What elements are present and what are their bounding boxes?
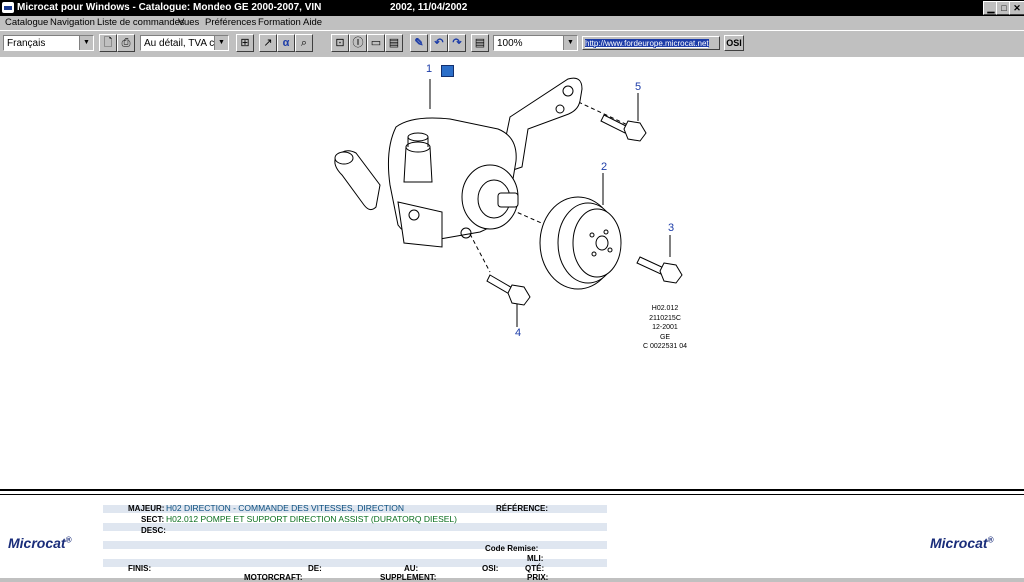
menu-preferences[interactable]: Préférences xyxy=(205,17,257,28)
chevron-down-icon[interactable]: ▼ xyxy=(79,36,93,50)
microcat-logo-right: Microcat® xyxy=(930,535,993,551)
language-select[interactable]: Français ▼ xyxy=(3,35,94,51)
notes-icon[interactable]: ▤ xyxy=(471,34,489,52)
majeur-label: MAJEUR: xyxy=(128,504,165,513)
microcat-logo-left: Microcat® xyxy=(8,535,71,551)
search-icon[interactable]: ⌕ xyxy=(295,34,313,52)
zoom-select[interactable]: 100% ▼ xyxy=(493,35,578,51)
bracket-hole-1 xyxy=(562,85,574,97)
title-bar: Microcat pour Windows - Catalogue: Monde… xyxy=(0,0,1024,16)
bolt-5 xyxy=(600,114,629,134)
find-part-icon[interactable]: ↗ xyxy=(259,34,277,52)
window-title: Microcat pour Windows - Catalogue: Monde… xyxy=(17,2,322,13)
ref-line: GE xyxy=(659,333,671,341)
language-value: Français xyxy=(7,38,46,49)
sect-label: SECT: xyxy=(141,515,165,524)
ref-line: 12-2001 xyxy=(652,324,678,331)
bolt-5-axis xyxy=(571,98,633,128)
code-remise-label: Code Remise: xyxy=(485,544,539,553)
menu-bar: Catalogue Navigation Liste de commandes … xyxy=(0,16,1024,30)
toolbar: Français ▼ 🗋 ⎙ Au détail, TVA c ▼ ⊞ ↗ α … xyxy=(0,30,1024,58)
info-panel: Microcat® Microcat® MAJEUR: H02 DIRECTIO… xyxy=(0,495,1024,582)
index-icon[interactable]: Ⓘ xyxy=(349,34,367,52)
logo-text: Microcat xyxy=(8,535,66,551)
zoom-value: 100% xyxy=(497,38,523,49)
logo-text: Microcat xyxy=(930,535,988,551)
menu-vues[interactable]: Vues xyxy=(178,17,200,28)
app-icon xyxy=(2,2,14,13)
de-label: DE: xyxy=(308,564,322,573)
desc-label: DESC: xyxy=(141,526,166,535)
menu-liste-de-commandes[interactable]: Liste de commandes xyxy=(97,17,185,28)
chevron-down-icon[interactable]: ▼ xyxy=(563,36,577,50)
price-mode-select[interactable]: Au détail, TVA c ▼ xyxy=(140,35,229,51)
illustration-reference: H02.012 2110215C 12-2001 GE C 0022531 04 xyxy=(630,304,700,352)
menu-formation[interactable]: Formation xyxy=(258,17,301,28)
row-stripe xyxy=(103,541,607,549)
forward-icon[interactable]: ↷ xyxy=(448,34,466,52)
ref-line: C 0022531 04 xyxy=(643,343,687,350)
alpha-search-icon[interactable]: α xyxy=(277,34,295,52)
callout-5[interactable]: 5 xyxy=(635,81,642,93)
pump-shaft xyxy=(497,192,519,208)
row-stripe xyxy=(103,523,607,531)
bracket-hole-2 xyxy=(555,104,565,114)
majeur-value: H02 DIRECTION - COMMANDE DES VITESSES, D… xyxy=(166,503,405,513)
callout-3[interactable]: 3 xyxy=(668,222,675,234)
registered-mark: ® xyxy=(65,535,72,545)
website-link[interactable]: http://www.fordeurope.microcat.net xyxy=(582,36,720,50)
menu-catalogue[interactable]: Catalogue xyxy=(5,17,49,28)
exploded-view-drawing xyxy=(334,77,683,327)
row-stripe xyxy=(103,505,607,513)
ref-line: H02.012 xyxy=(651,305,679,312)
finis-label: FINIS: xyxy=(128,564,152,573)
note-flag-icon[interactable] xyxy=(441,65,454,77)
menu-aide[interactable]: Aide xyxy=(303,17,323,28)
screen-icon[interactable]: ▭ xyxy=(367,34,385,52)
print-icon[interactable]: ⎙ xyxy=(117,34,135,52)
bolt-4-axis xyxy=(469,233,491,273)
book-icon[interactable]: ▤ xyxy=(385,34,403,52)
osi-button[interactable]: OSI xyxy=(724,35,744,51)
registered-mark: ® xyxy=(987,535,994,545)
inlet-pipe xyxy=(334,150,381,211)
au-label: AU: xyxy=(404,564,419,573)
price-mode-value: Au détail, TVA c xyxy=(144,38,215,49)
back-icon[interactable]: ↶ xyxy=(430,34,448,52)
callout-1[interactable]: 1 xyxy=(426,63,433,75)
parts-diagram: 1 2 3 4 5 H02.012 2110215C 12-2001 GE C … xyxy=(0,57,1024,489)
callout-2[interactable]: 2 xyxy=(601,161,608,173)
mli-label: MLI: xyxy=(527,554,544,563)
contents-icon[interactable]: ⊡ xyxy=(331,34,349,52)
close-button[interactable]: ✕ xyxy=(1009,1,1024,15)
panel-separator[interactable] xyxy=(0,489,1024,495)
mounting-bracket xyxy=(497,77,583,176)
website-url[interactable]: http://www.fordeurope.microcat.net xyxy=(585,39,709,48)
chevron-down-icon[interactable]: ▼ xyxy=(214,36,228,50)
preview-icon[interactable]: 🗋 xyxy=(99,34,117,52)
row-stripe xyxy=(103,559,607,567)
ref-line: 2110215C xyxy=(649,314,681,322)
sect-value: H02.012 POMPE ET SUPPORT DIRECTION ASSIS… xyxy=(166,514,457,524)
callout-4[interactable]: 4 xyxy=(515,327,522,339)
reference-label: RÉFÉRENCE: xyxy=(496,504,549,513)
pen-icon[interactable]: ✎ xyxy=(410,34,428,52)
osi-label: OSI: xyxy=(482,564,499,573)
catalogue-date: 2002, 11/04/2002 xyxy=(390,2,468,13)
calculator-icon[interactable]: ⊞ xyxy=(236,34,254,52)
qte-label: QTÉ: xyxy=(525,564,545,573)
menu-navigation[interactable]: Navigation xyxy=(50,17,95,28)
